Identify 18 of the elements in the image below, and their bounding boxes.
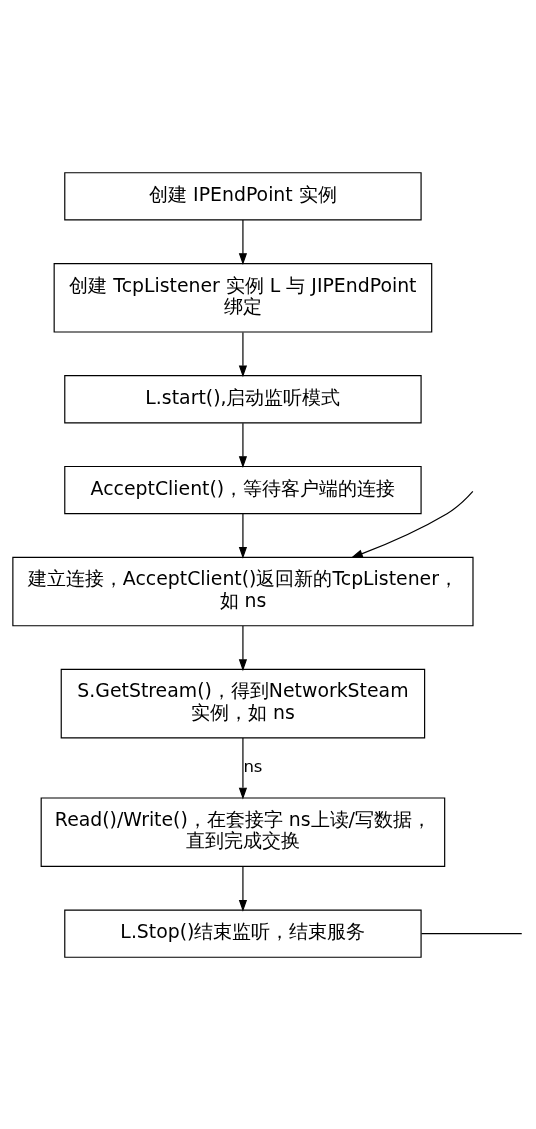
node-box: Read()/Write()，在套接字 ns上读/写数据，直到完成交换 bbox=[40, 796, 446, 867]
arrow bbox=[351, 490, 474, 558]
connector bbox=[420, 932, 523, 934]
node-box: L.start(),启动监听模式 bbox=[64, 374, 422, 423]
edge-label: ns bbox=[243, 756, 263, 776]
node-box: L.Stop()结束监听，结束服务 bbox=[64, 909, 422, 958]
arrow bbox=[238, 331, 248, 377]
node-box: 创建 IPEndPoint 实例 bbox=[64, 171, 422, 220]
node-box: 创建 TcpListener 实例 L 与 JIPEndPoint 绑定 bbox=[53, 262, 433, 333]
arrow bbox=[238, 422, 248, 468]
node-box: S.GetStream()，得到NetworkSteam 实例，如 ns bbox=[60, 668, 426, 738]
arrow bbox=[238, 218, 248, 265]
arrow bbox=[238, 512, 248, 559]
node-box: AcceptClient()，等待客户端的连接 bbox=[64, 465, 422, 514]
arrow bbox=[238, 736, 248, 799]
arrow bbox=[238, 865, 248, 912]
node-box: 建立连接，AcceptClient()返回新的TcpListener，如 ns bbox=[12, 556, 474, 626]
arrow bbox=[238, 624, 248, 671]
